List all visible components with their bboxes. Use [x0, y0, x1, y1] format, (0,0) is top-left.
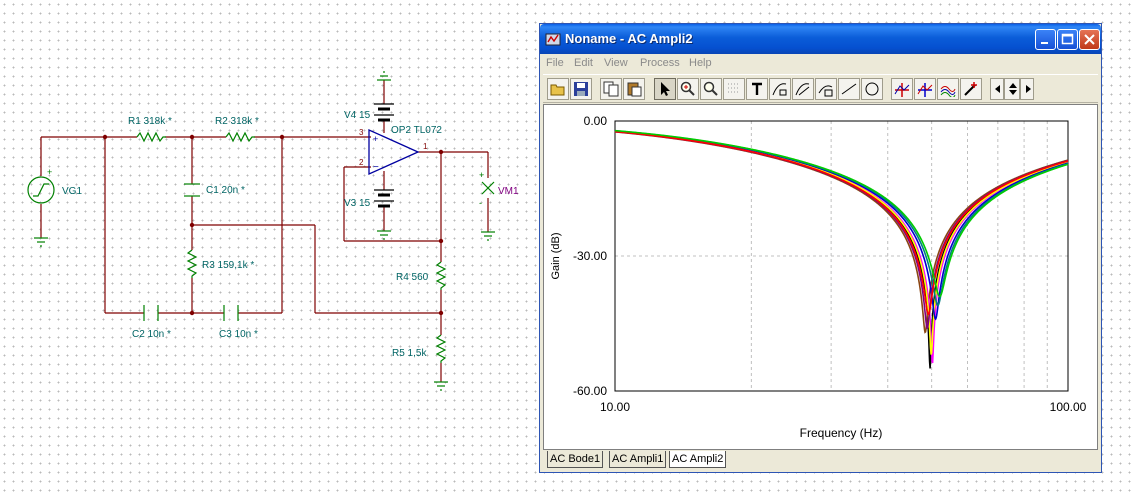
gain-chart[interactable]: 0.00 -30.00 -60.00 10.00 100.00 Frequency (H… — [544, 105, 1097, 449]
resistor-r2 — [225, 131, 255, 143]
cursor-b-icon[interactable] — [914, 78, 936, 100]
opamp-op2[interactable]: + − 3 2 1 — [359, 128, 428, 176]
ground-icon — [377, 71, 391, 81]
menu-process[interactable]: Process — [640, 57, 680, 69]
circuit-schematic: + VG1 + − 3 2 — [27, 71, 519, 391]
zoom-100-icon[interactable] — [700, 78, 722, 100]
battery-v3 — [374, 189, 394, 208]
series-curve — [614, 130, 1069, 321]
x-tick-label: 10.00 — [600, 400, 630, 414]
scroll-right-icon[interactable] — [1020, 78, 1034, 100]
svg-text:+: + — [479, 170, 484, 180]
vm1-label: VM1 — [498, 186, 519, 197]
v3-label: V3 15 — [344, 198, 371, 209]
pin-label: 3 — [359, 128, 364, 137]
analysis-window: Noname - AC Ampli2 File Edit View Proces… — [539, 23, 1102, 473]
tab-ac-ampli2[interactable]: AC Ampli2 — [669, 451, 727, 468]
voltmeter-vm1[interactable] — [481, 181, 495, 195]
axis-label-icon[interactable] — [815, 78, 837, 100]
r3-label: R3 159,1k * — [202, 260, 254, 271]
r4-label: R4 560 — [396, 272, 429, 283]
copy-icon[interactable] — [600, 78, 622, 100]
svg-text:−: − — [373, 162, 379, 173]
chart-grid — [615, 121, 1068, 391]
series-curve — [614, 130, 1069, 316]
r2-label: R2 318k * — [215, 116, 259, 127]
capacitor-c1 — [184, 183, 200, 197]
ground-icon — [481, 231, 495, 241]
text-icon[interactable] — [746, 78, 768, 100]
c1-label: C1 20n * — [206, 185, 245, 196]
series-curve — [614, 129, 1069, 298]
ground-icon — [34, 237, 48, 247]
app-icon — [545, 33, 561, 46]
circle-icon[interactable] — [861, 78, 883, 100]
curve-style-icon[interactable] — [792, 78, 814, 100]
menu-edit[interactable]: Edit — [574, 57, 593, 69]
resistor-r4 — [435, 261, 447, 290]
curve-label-icon[interactable] — [769, 78, 791, 100]
pin-label: 1 — [423, 142, 428, 151]
grid-icon[interactable] — [723, 78, 745, 100]
save-icon[interactable] — [570, 78, 592, 100]
svg-text:+: + — [373, 134, 378, 144]
ground-icon — [377, 230, 391, 240]
menu-bar: File Edit View Process Help — [540, 54, 1101, 73]
r1-label: R1 318k * — [128, 116, 172, 127]
window-title: Noname - AC Ampli2 — [565, 31, 693, 46]
series-curve — [614, 131, 1069, 334]
y-tick-label: 0.00 — [584, 114, 608, 128]
capacitor-c3 — [223, 305, 239, 321]
voltage-source-vg1[interactable]: + VG1 — [27, 167, 82, 204]
menu-help[interactable]: Help — [689, 57, 712, 69]
c2-label: C2 10n * — [132, 329, 171, 340]
series-curve — [614, 130, 1069, 369]
close-button[interactable] — [1079, 29, 1100, 50]
y-tick-label: -60.00 — [573, 384, 607, 398]
svg-text:+: + — [47, 167, 52, 177]
battery-v4 — [374, 103, 394, 122]
series-curve — [614, 129, 1069, 307]
pointer-icon[interactable] — [654, 78, 676, 100]
r5-label: R5 1,5k — [392, 348, 427, 359]
document-tabs: AC Bode1 AC Ampli1 AC Ampli2 — [543, 451, 1098, 470]
paste-icon[interactable] — [623, 78, 645, 100]
probe-icon[interactable] — [960, 78, 982, 100]
vg1-label: VG1 — [62, 186, 82, 197]
series-curve — [614, 130, 1069, 364]
maximize-button[interactable] — [1057, 29, 1078, 50]
line-icon[interactable] — [838, 78, 860, 100]
menu-view[interactable]: View — [604, 57, 628, 69]
x-axis-label: Frequency (Hz) — [800, 426, 883, 440]
ground-icon — [434, 381, 448, 391]
tab-ac-bode1[interactable]: AC Bode1 — [547, 451, 604, 468]
resistor-r5 — [435, 334, 447, 363]
title-bar[interactable]: Noname - AC Ampli2 — [540, 24, 1101, 54]
pin-label: 2 — [359, 158, 364, 167]
series-curve — [614, 130, 1069, 355]
v4-label: V4 15 — [344, 110, 371, 121]
menu-file[interactable]: File — [546, 57, 564, 69]
y-tick-label: -30.00 — [573, 249, 607, 263]
resistor-r1 — [136, 131, 166, 143]
tracking-icon[interactable] — [937, 78, 959, 100]
cursor-a-icon[interactable] — [891, 78, 913, 100]
tab-ac-ampli1[interactable]: AC Ampli1 — [609, 451, 667, 468]
chart-frame — [614, 120, 1069, 392]
x-tick-label: 100.00 — [1050, 400, 1087, 414]
zoom-in-icon[interactable] — [677, 78, 699, 100]
toolbar — [543, 74, 1098, 103]
plot-area[interactable]: 0.00 -30.00 -60.00 10.00 100.00 Frequency (H… — [543, 104, 1098, 450]
capacitor-c2 — [143, 305, 159, 321]
opamp-label: OP2 TL072 — [391, 125, 442, 136]
resistor-r3 — [186, 249, 198, 278]
open-icon[interactable] — [547, 78, 569, 100]
c3-label: C3 10n * — [219, 329, 258, 340]
scroll-updown-icon[interactable] — [1004, 78, 1020, 100]
minimize-button[interactable] — [1035, 29, 1056, 50]
scroll-left-icon[interactable] — [990, 78, 1004, 100]
svg-text:-: - — [479, 198, 482, 208]
series-curve — [614, 130, 1069, 330]
y-axis-label: Gain (dB) — [550, 232, 562, 279]
